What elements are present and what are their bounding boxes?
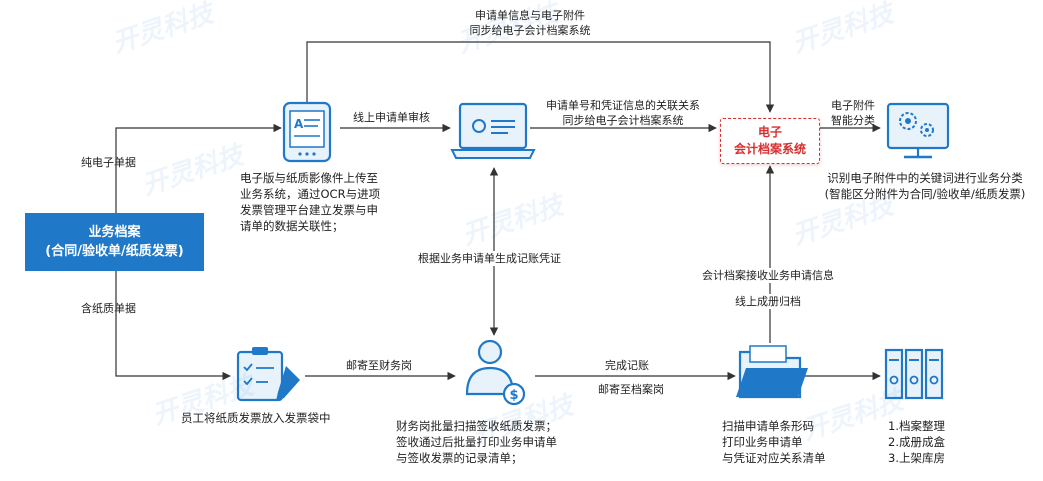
- desc-upload-line: 发票管理平台建立发票与申: [240, 203, 378, 217]
- binders-icon: [884, 348, 944, 400]
- label-mail-archive: 邮寄至档案岗: [598, 383, 664, 396]
- desc-finance-line: 财务岗批量扫描签收纸质发票；: [396, 419, 557, 433]
- label-online-binding: 线上成册归档: [735, 294, 801, 309]
- folder-icon: [736, 345, 808, 399]
- connectors: [115, 41, 881, 381]
- desc-finance-line: 签收通过后批量打印业务申请单: [396, 435, 557, 449]
- assoc-sync-line2: 同步给电子会计档案系统: [562, 114, 684, 127]
- label-mail-finance: 邮寄至财务岗: [346, 359, 412, 372]
- archive-step-item: 1.档案整理: [888, 419, 945, 433]
- label-pure-electronic: 纯电子单据: [81, 156, 136, 169]
- archive-system-line2: 会计档案系统: [733, 142, 806, 156]
- label-assoc-sync: 申请单号和凭证信息的关联关系 同步给电子会计档案系统: [538, 98, 708, 128]
- top-sync-line1: 申请单信息与电子附件: [475, 9, 585, 22]
- monitor-gears-icon: [886, 102, 950, 159]
- desc-archive-steps: 1.档案整理 2.成册成盒 3.上架库房: [888, 418, 945, 466]
- archive-step-item: 3.上架库房: [888, 451, 945, 465]
- desc-finance: 财务岗批量扫描签收纸质发票； 签收通过后批量打印业务申请单 与签收发票的记录清单…: [396, 418, 557, 466]
- archive-step-item: 2.成册成盒: [888, 435, 945, 449]
- svg-text:$: $: [510, 388, 519, 403]
- label-archive-receive: 会计档案接收业务申请信息: [702, 268, 834, 283]
- label-complete-booking: 完成记账: [605, 359, 649, 372]
- desc-classify-line: (智能区分附件为合同/验收单/纸质发票): [824, 187, 1026, 201]
- desc-employee-line: 员工将纸质发票放入发票袋中: [181, 411, 331, 425]
- label-top-sync: 申请单信息与电子附件 同步给电子会计档案系统: [455, 8, 605, 38]
- person-money-icon: $: [465, 339, 526, 406]
- desc-scan-line: 扫描申请单条形码: [722, 419, 814, 433]
- label-attach-classify: 电子附件 智能分类: [824, 98, 882, 128]
- desc-classify-line: 识别电子附件中的关键词进行业务分类: [827, 171, 1023, 185]
- desc-finance-line: 与签收发票的记录清单；: [396, 451, 523, 465]
- desc-upload-line: 电子版与纸质影像件上传至: [240, 171, 378, 185]
- electronic-archive-system-box: 电子 会计档案系统: [720, 118, 820, 164]
- tablet-document-icon: A: [282, 101, 332, 163]
- svg-text:A: A: [294, 117, 304, 131]
- business-archive-box: 业务档案 (合同/验收单/纸质发票): [25, 213, 204, 271]
- desc-upload-line: 请单的数据关联性；: [240, 219, 344, 233]
- attach-classify-line2: 智能分类: [831, 114, 875, 127]
- desc-scan-line: 打印业务申请单: [722, 435, 803, 449]
- arrow-to-tablet: [115, 123, 282, 213]
- assoc-sync-line1: 申请单号和凭证信息的关联关系: [546, 99, 700, 112]
- arrow-to-clipboard: [115, 271, 231, 381]
- business-archive-title: 业务档案: [88, 225, 141, 240]
- desc-scan-line: 与凭证对应关系清单: [722, 451, 826, 465]
- label-voucher-gen: 根据业务申请单生成记账凭证: [418, 251, 561, 266]
- clipboard-pen-icon: [236, 347, 300, 402]
- arrow-top-sync: [306, 41, 775, 113]
- top-sync-line2: 同步给电子会计档案系统: [469, 24, 591, 37]
- desc-scan: 扫描申请单条形码 打印业务申请单 与凭证对应关系清单: [722, 418, 826, 466]
- desc-upload: 电子版与纸质影像件上传至 业务系统，通过OCR与进项 发票管理平台建立发票与申 …: [240, 170, 380, 234]
- desc-upload-line: 业务系统，通过OCR与进项: [240, 187, 381, 201]
- desc-employee: 员工将纸质发票放入发票袋中: [181, 410, 331, 426]
- attach-classify-line1: 电子附件: [831, 99, 875, 112]
- business-archive-subtitle: (合同/验收单/纸质发票): [45, 244, 184, 259]
- desc-classify: 识别电子附件中的关键词进行业务分类 (智能区分附件为合同/验收单/纸质发票): [813, 170, 1037, 202]
- label-contains-paper: 含纸质单据: [81, 302, 136, 315]
- label-online-review: 线上申请单审核: [353, 111, 430, 124]
- archive-system-line1: 电子: [757, 125, 782, 139]
- laptop-icon: [450, 102, 536, 159]
